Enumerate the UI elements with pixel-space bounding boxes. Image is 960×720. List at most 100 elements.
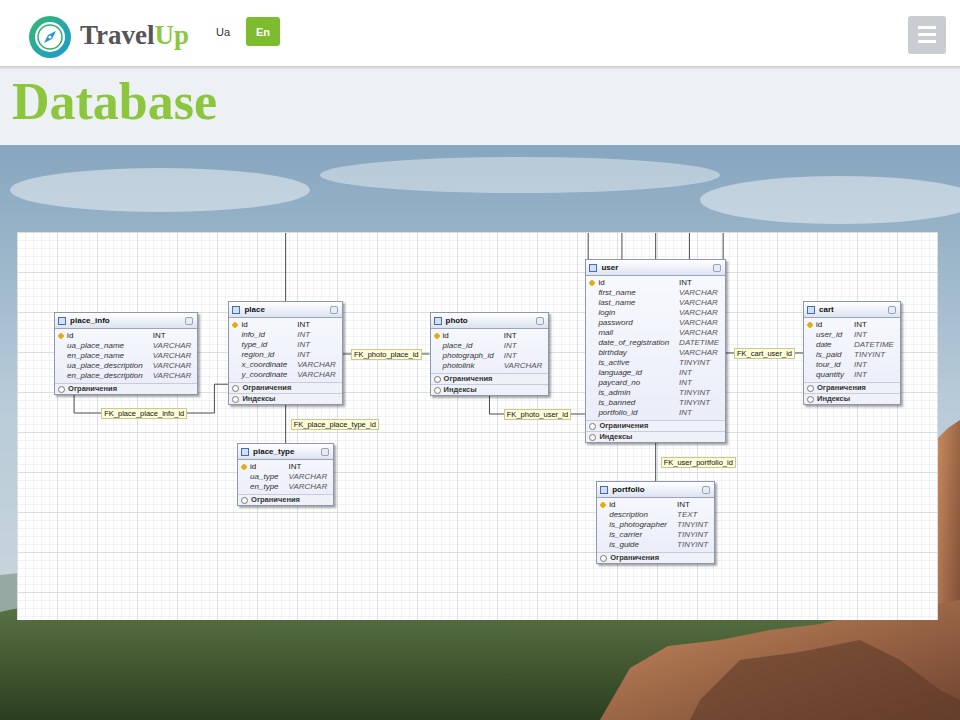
column-type: INT — [504, 341, 543, 351]
column-type: VARCHAR — [679, 288, 719, 298]
expand-icon — [232, 385, 239, 392]
column-type: INT — [289, 462, 328, 472]
table-icon — [58, 317, 66, 325]
offpage-line — [621, 233, 622, 259]
column-name: first_name — [586, 288, 669, 298]
offpage-line — [588, 233, 589, 259]
title-strip — [0, 66, 960, 145]
table-section: Ограничения — [55, 383, 197, 394]
column-type: DATETIME — [679, 338, 719, 348]
logo-wordmark: TravelUp — [80, 17, 189, 53]
column-type: VARCHAR — [504, 361, 543, 371]
column-type: INT — [153, 331, 192, 341]
table-header: cart — [804, 302, 900, 318]
column-type: INT — [504, 351, 543, 361]
column-type: TINYINT — [677, 540, 708, 550]
table-icon — [434, 317, 442, 325]
cloud — [320, 157, 720, 193]
column-name: paycard_no — [586, 378, 669, 388]
menu-bar — [918, 26, 936, 29]
foreign-key-label: FK_photo_user_id — [504, 409, 571, 420]
column-type: TINYINT — [677, 520, 708, 530]
collapse-icon — [713, 264, 721, 272]
column-name: birthday — [586, 348, 669, 358]
foreign-key-label: FK_photo_place_id — [351, 349, 422, 360]
menu-bar — [918, 40, 936, 43]
column-type: INT — [297, 320, 336, 330]
column-type: VARCHAR — [679, 308, 719, 318]
column-type: VARCHAR — [289, 482, 328, 492]
table-section: Индексы — [586, 431, 725, 442]
column-list: idINTua_place_nameVARCHARen_place_nameVA… — [55, 329, 197, 383]
menu-button — [908, 16, 946, 54]
column-name: mail — [586, 328, 669, 338]
column-name: password — [586, 318, 669, 328]
column-type: INT — [504, 331, 543, 341]
column-type: INT — [854, 370, 894, 380]
collapse-icon — [321, 448, 329, 456]
logo-face — [35, 22, 65, 52]
expand-icon — [807, 396, 814, 403]
column-type: VARCHAR — [153, 361, 192, 371]
table-icon — [807, 306, 815, 314]
table-box: photoidINTplace_idINTphotograph_idINTpho… — [430, 312, 550, 396]
column-name: is_photographer — [597, 520, 667, 530]
column-name: date_of_registration — [586, 338, 669, 348]
table-section: Ограничения — [586, 420, 725, 431]
section-name: Ограничения — [444, 374, 493, 384]
table-header: portfolio — [597, 482, 714, 498]
column-type: VARCHAR — [679, 298, 719, 308]
section-name: Ограничения — [817, 383, 866, 393]
menu-bar — [918, 33, 936, 36]
table-box: cartidINTuser_idINTdateDATETIMEis_paidTI… — [803, 301, 901, 405]
column-type: TINYINT — [679, 388, 719, 398]
table-header: user — [586, 260, 725, 276]
offpage-line — [285, 233, 286, 301]
logo-needle — [44, 31, 56, 43]
column-name: photolink — [431, 361, 494, 371]
column-type: VARCHAR — [679, 348, 719, 358]
column-type: INT — [854, 330, 894, 340]
expand-icon — [589, 423, 596, 430]
language-button-text: En — [246, 17, 280, 46]
foreign-key-label: FK_cart_user_id — [734, 348, 795, 359]
rock-shadow — [690, 640, 960, 720]
column-type: VARCHAR — [679, 328, 719, 338]
expand-icon — [589, 434, 596, 441]
table-name: cart — [819, 304, 876, 315]
column-type: DATETIME — [854, 340, 894, 350]
section-name: Ограничения — [242, 383, 291, 393]
expand-icon — [434, 387, 441, 394]
column-type: TINYINT — [677, 530, 708, 540]
language-button — [246, 17, 280, 46]
section-name: Ограничения — [610, 553, 659, 563]
column-name: login — [586, 308, 669, 318]
column-list: idINTua_typeVARCHARen_typeVARCHAR — [238, 460, 333, 494]
expand-icon — [58, 386, 65, 393]
column-type: VARCHAR — [297, 360, 336, 370]
column-name: id — [597, 500, 667, 510]
table-name: place — [244, 304, 318, 315]
column-type: VARCHAR — [679, 318, 719, 328]
column-name: id — [431, 331, 494, 341]
column-name: y_coordinate — [229, 370, 287, 380]
foreign-key-label: FK_place_place_info_id — [101, 408, 187, 419]
relation-line — [655, 443, 656, 481]
column-name: date — [804, 340, 844, 350]
table-section: Ограничения — [238, 494, 333, 505]
column-name: user_id — [804, 330, 844, 340]
column-type: INT — [679, 368, 719, 378]
column-name: is_carrier — [597, 530, 667, 540]
table-icon — [232, 306, 240, 314]
column-name: ua_type — [238, 472, 278, 482]
table-box: place_typeidINTua_typeVARCHARen_typeVARC… — [237, 443, 334, 506]
expand-icon — [241, 497, 248, 504]
foreign-key-label: FK_place_place_type_id — [291, 419, 379, 430]
column-name: is_guide — [597, 540, 667, 550]
offpage-line — [723, 233, 724, 259]
column-type: INT — [679, 278, 719, 288]
column-name: x_coordinate — [229, 360, 287, 370]
table-box: place_infoidINTua_place_nameVARCHARen_pl… — [54, 312, 198, 395]
column-type: VARCHAR — [153, 341, 192, 351]
column-type: INT — [297, 330, 336, 340]
